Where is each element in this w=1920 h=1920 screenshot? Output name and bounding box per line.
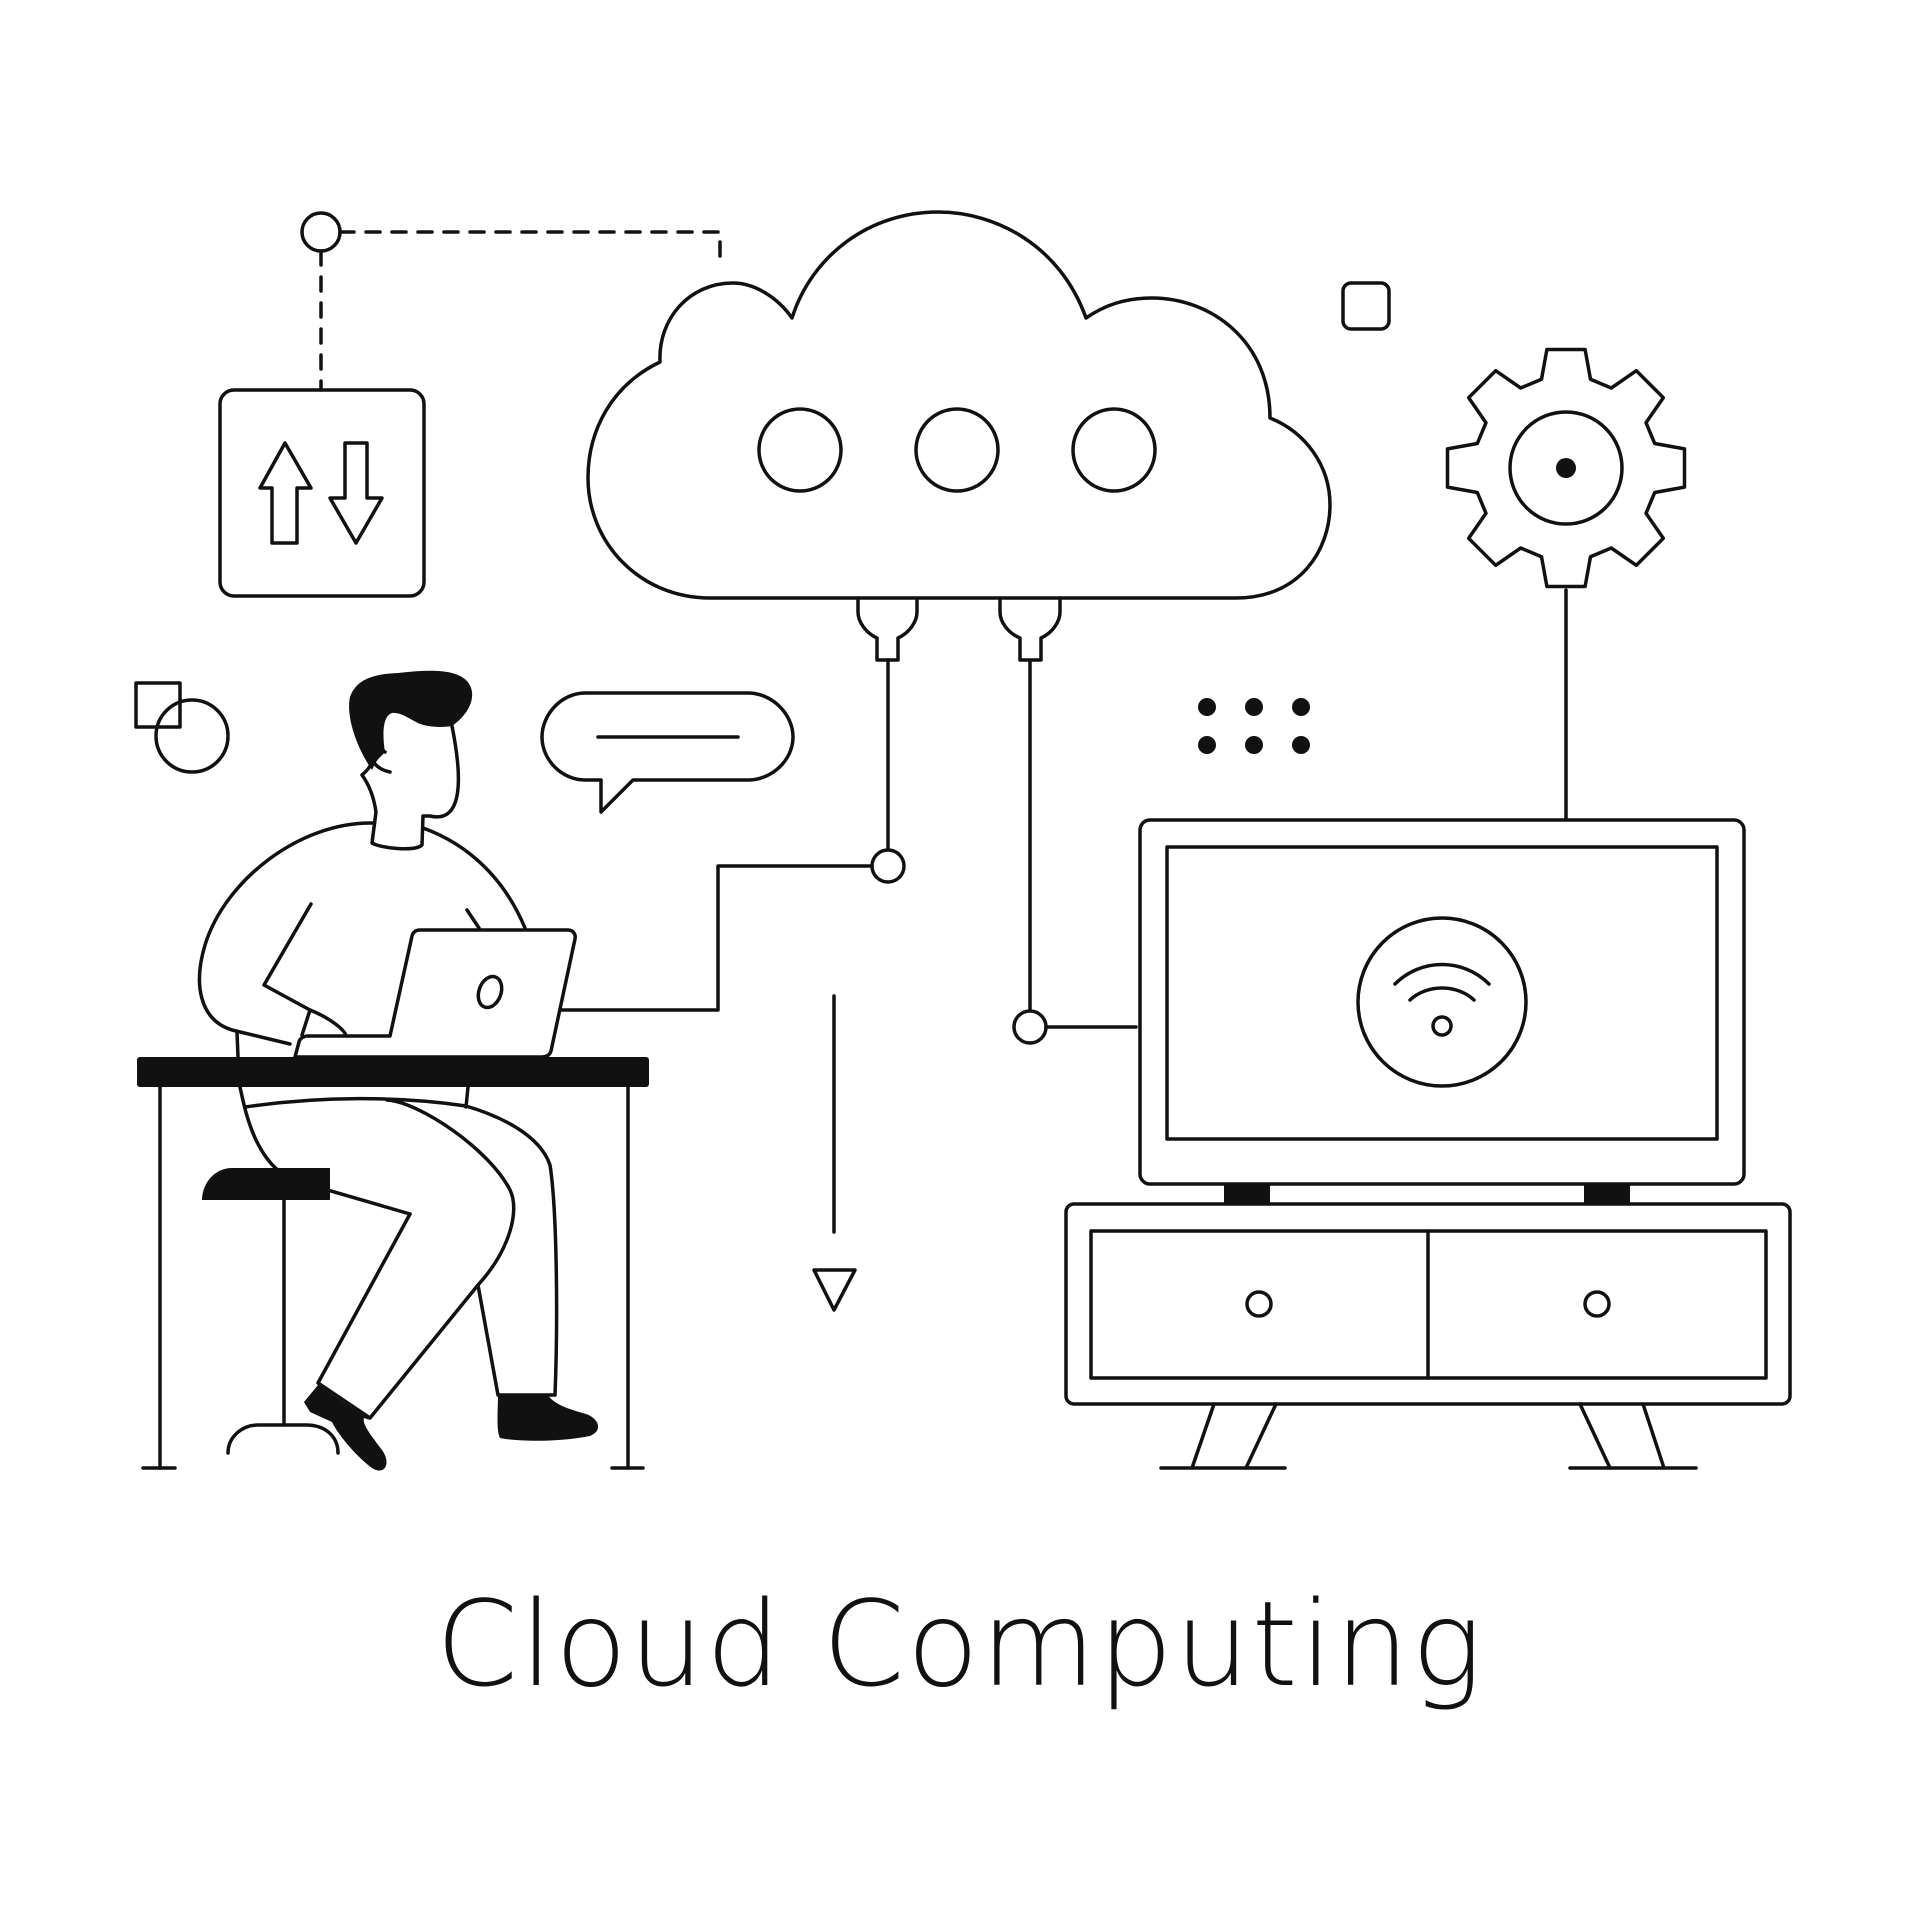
dots-grid-icon	[1198, 698, 1310, 754]
arrow-down-icon	[812, 994, 857, 1312]
gear-icon	[1445, 347, 1687, 589]
page-title: Cloud Computing	[435, 1575, 1485, 1713]
small-square-icon	[1341, 281, 1391, 331]
stool-icon	[202, 1168, 340, 1455]
tv-icon	[1138, 818, 1746, 1204]
laptop-icon	[293, 928, 577, 1059]
data-transfer-icon	[218, 388, 426, 598]
person-icon	[197, 670, 599, 1471]
wifi-icon	[1356, 916, 1528, 1088]
shapes-icon	[134, 681, 230, 774]
desk-icon	[137, 1057, 649, 1470]
cloud-icon	[586, 210, 1332, 662]
tv-cabinet-icon	[1064, 1202, 1792, 1470]
chat-bubble-icon	[540, 691, 795, 814]
connection-lines	[300, 211, 1568, 1045]
